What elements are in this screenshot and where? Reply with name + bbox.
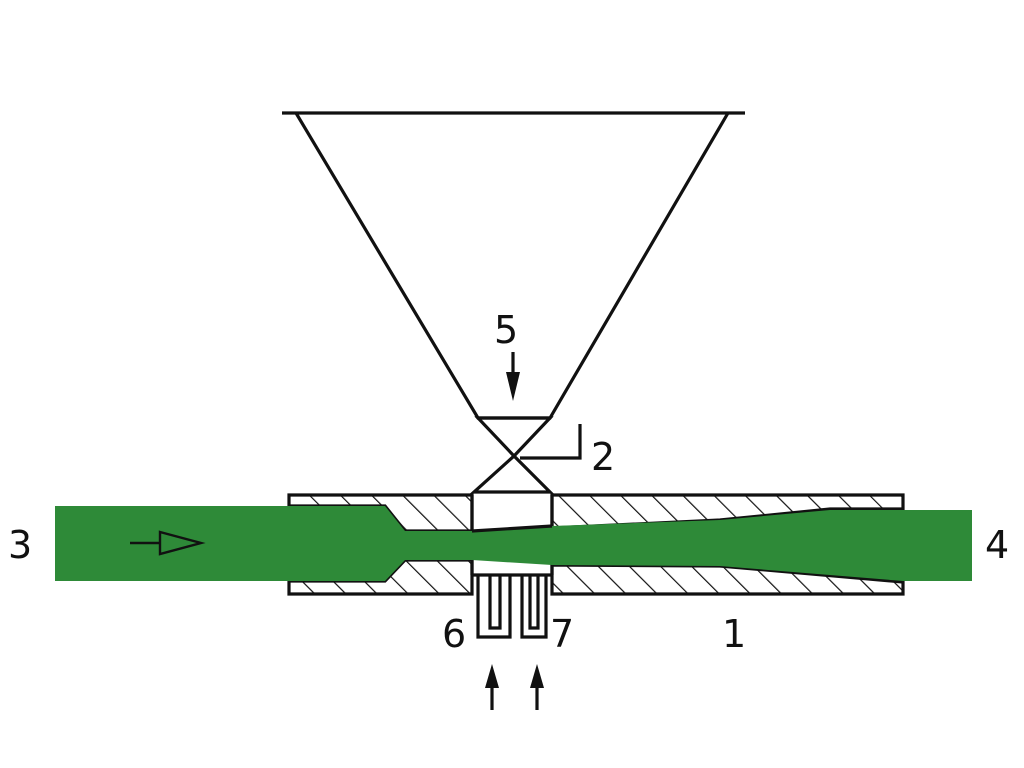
lower-wall-right-hatch [552,565,903,594]
label-7: 7 [550,612,574,656]
up-arrow-7-head [530,664,544,688]
label-2: 2 [591,435,615,479]
up-arrow-icon [485,664,544,710]
label-5: 5 [494,308,518,352]
nozzle-6-inner [488,575,502,630]
dosing-valve [469,416,582,494]
venturi-body [287,493,905,596]
label-3: 3 [8,523,32,567]
flow-direction-arrow-icon [130,530,206,556]
down-arrow-head [506,372,520,401]
inlet-nozzles [472,573,552,639]
valve-upper-triangle [474,416,554,459]
down-arrow-icon [506,352,520,401]
valve-bracket [520,424,582,460]
nozzle-7 [520,575,548,639]
upper-wall-left-hatch [289,495,472,531]
flow-stream [55,506,972,581]
valve-lower-triangle [469,453,554,494]
upper-wall-right-hatch [552,495,903,528]
lower-wall-left-hatch [289,560,472,594]
stream-top-edge-in-chamber [471,524,553,533]
up-arrow-6-head [485,664,499,688]
nozzle-6 [476,575,512,639]
label-6: 6 [442,612,466,656]
label-1: 1 [722,612,746,656]
flow-arrow-head [158,530,206,556]
label-4: 4 [985,523,1009,567]
nozzle-7-inner [528,575,540,630]
